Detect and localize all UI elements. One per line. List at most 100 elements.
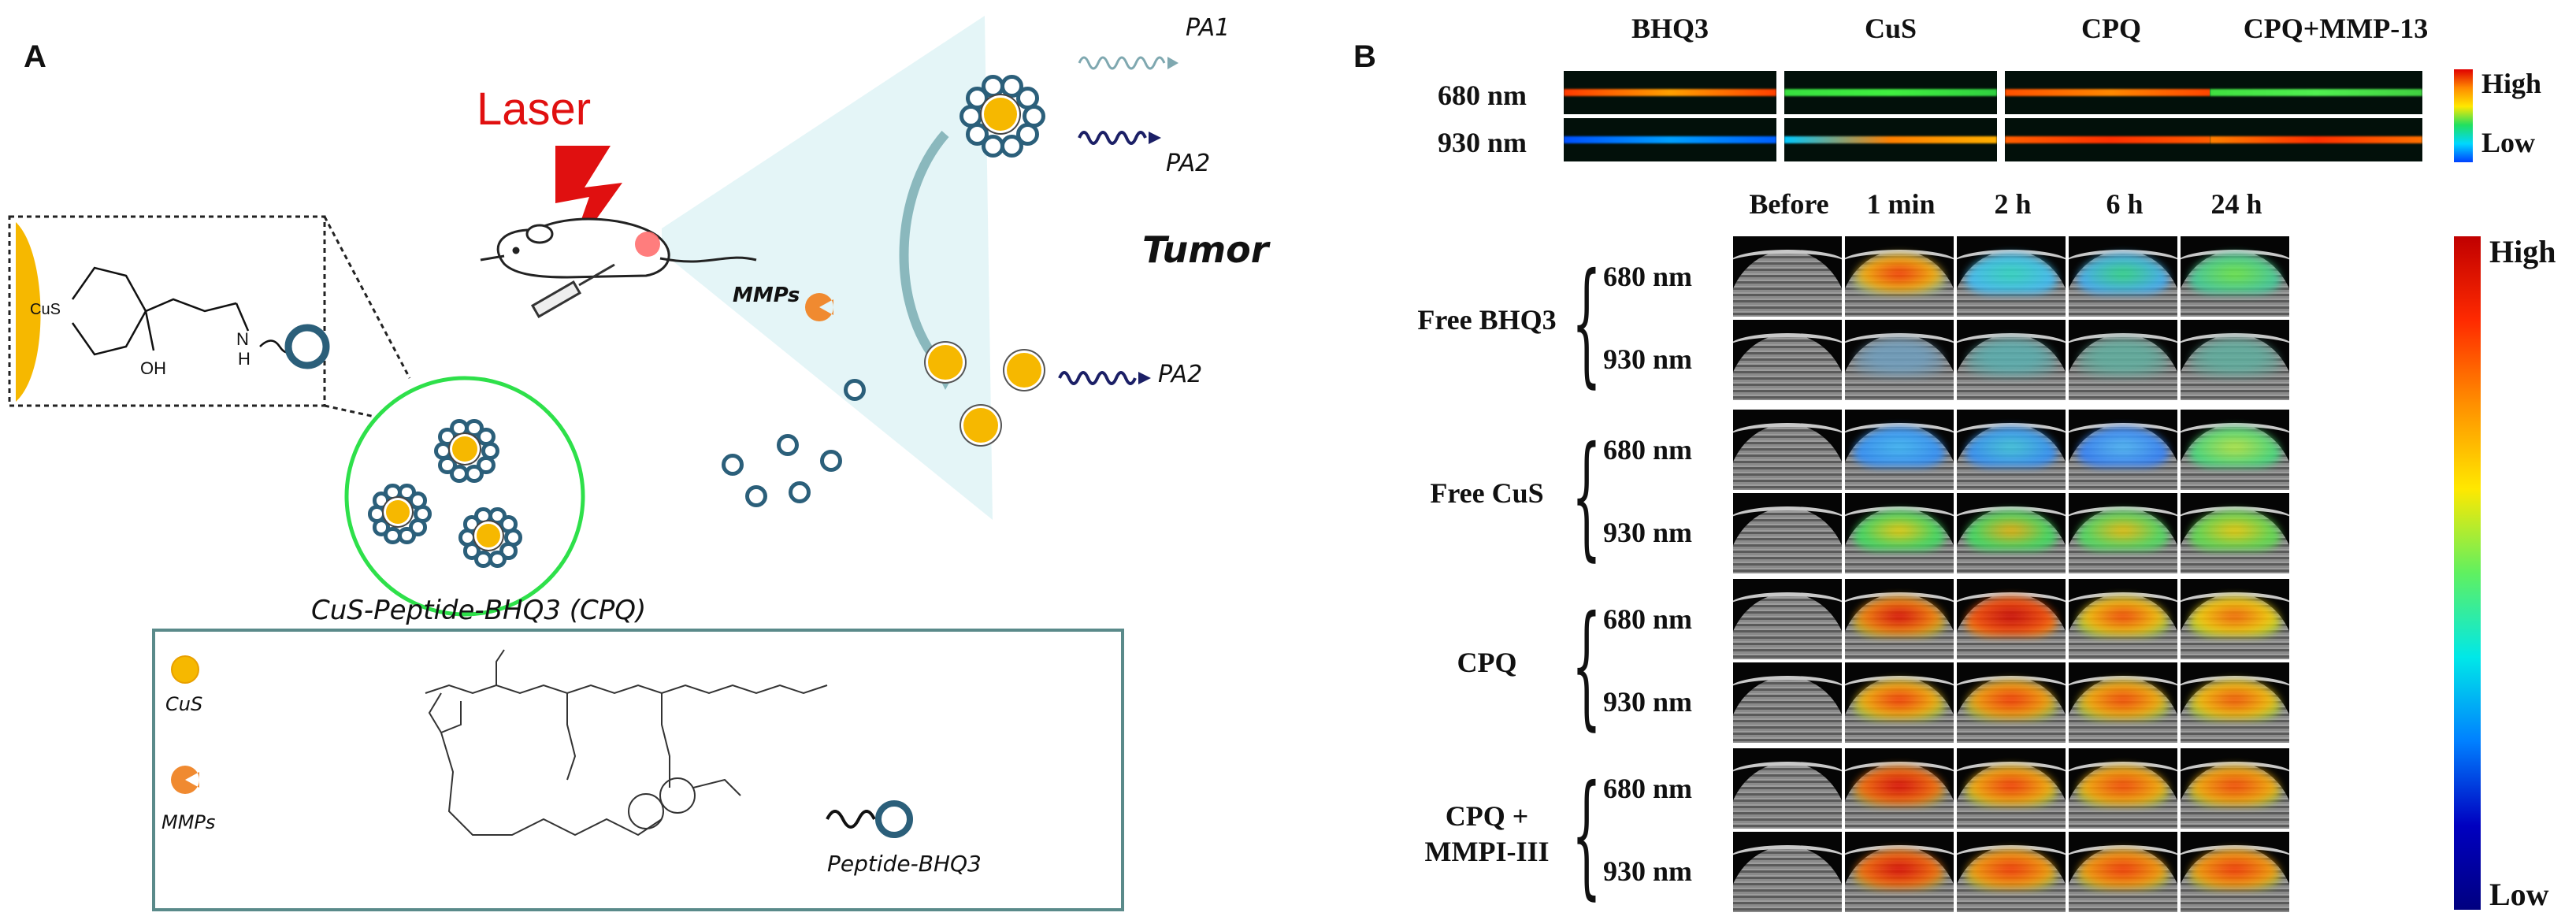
pa-image-g2-r1-c0 <box>1733 662 1842 743</box>
panel-a-letter: A <box>24 39 46 74</box>
pa-image-g1-r1-c0 <box>1733 493 1842 573</box>
pa-image-g1-r0-c4 <box>2181 410 2289 490</box>
skin-edge <box>2069 250 2177 263</box>
pa-signal-overlay <box>1854 510 1945 551</box>
cpq-micelle-2 <box>366 480 432 545</box>
main-colorbar <box>2454 236 2481 910</box>
cleaved-cus-particle <box>1007 353 1041 388</box>
pa-image-g3-r1-c4 <box>2181 832 2289 912</box>
skin-edge <box>1845 845 1954 859</box>
tumor-label: Tumor <box>1142 228 1269 271</box>
pa1-label: PA1 <box>1186 14 1230 42</box>
pa-signal-overlay <box>1965 680 2057 721</box>
free-bhq3-ring <box>844 379 866 401</box>
cus-core <box>452 436 477 462</box>
mmp-enzyme-icon <box>805 293 833 321</box>
main-colorbar-high: High <box>2489 234 2556 269</box>
group-2-row-1-label: 930 nm <box>1603 686 1693 718</box>
pa-image-g0-r1-c1 <box>1845 320 1954 400</box>
top-col-head-3: CPQ+MMP-13 <box>2243 13 2429 44</box>
molecule-inset-box <box>8 215 326 407</box>
skin-edge <box>1733 333 1842 347</box>
skin-edge <box>2069 506 2177 520</box>
pa-image-g3-r0-c2 <box>1957 748 2066 829</box>
pa-signal-overlay <box>2077 337 2169 378</box>
skin-edge <box>1733 592 1842 606</box>
skin-edge <box>1845 676 1954 689</box>
pa-image-g1-r0-c0 <box>1733 410 1842 490</box>
group-2-brace: { <box>1572 588 1602 744</box>
laser-label: Laser <box>477 83 592 135</box>
group-3-brace: { <box>1572 757 1602 913</box>
legend-bhq3-ring <box>875 800 913 838</box>
skin-edge <box>2181 506 2289 520</box>
pa-image-g3-r0-c0 <box>1733 748 1842 829</box>
pa-signal-overlay <box>2077 849 2169 890</box>
pa-image-g0-r1-c4 <box>2181 320 2289 400</box>
skin-edge <box>1845 333 1954 347</box>
group-1-brace: { <box>1572 418 1602 574</box>
pa-image-g0-r1-c0 <box>1733 320 1842 400</box>
pa-image-g1-r1-c2 <box>1957 493 2066 573</box>
pa-image-g2-r0-c1 <box>1845 579 1954 659</box>
skin-edge <box>1957 423 2066 436</box>
signal-band <box>1784 136 1997 143</box>
pa-signal-overlay <box>1965 337 2057 378</box>
pa-signal-overlay <box>1854 337 1945 378</box>
pa-signal-overlay <box>2189 254 2281 295</box>
skin-edge <box>1845 250 1954 263</box>
cleaved-cus-particle <box>928 345 963 380</box>
group-3-row-1-label: 930 nm <box>1603 855 1693 887</box>
ring-particle <box>499 515 518 533</box>
skin-edge <box>2181 592 2289 606</box>
signal-band <box>1564 136 1776 143</box>
pa-signal-overlay <box>1854 680 1945 721</box>
time-col-head-2: 2 h <box>1994 188 2032 220</box>
skin-edge <box>1845 423 1954 436</box>
legend-peptide-wave <box>826 810 876 829</box>
pa-image-g2-r0-c2 <box>1957 579 2066 659</box>
pa-image-g2-r1-c3 <box>2069 662 2177 743</box>
pa-signal-overlay <box>2077 510 2169 551</box>
pa-signal-overlay <box>2077 427 2169 468</box>
cus-inset-label: CuS <box>30 301 61 318</box>
group-0-row-0-label: 680 nm <box>1603 261 1693 292</box>
top-colorbar <box>2454 69 2473 162</box>
pa1-wave <box>1078 56 1166 70</box>
signal-band <box>2210 89 2422 96</box>
cpq-caption: CuS-Peptide-BHQ3 (CPQ) <box>311 595 647 626</box>
pa-image-g0-r0-c1 <box>1845 236 1954 317</box>
skin-edge <box>1957 676 2066 689</box>
top-strip-r0-c2 <box>2005 71 2218 114</box>
skin-edge <box>1845 506 1954 520</box>
time-col-head-3: 6 h <box>2106 188 2144 220</box>
pa-signal-overlay <box>1965 766 2057 807</box>
main-colorbar-low: Low <box>2489 877 2549 912</box>
skin-edge <box>1957 250 2066 263</box>
skin-edge <box>1733 762 1842 775</box>
pa-image-g0-r0-c4 <box>2181 236 2289 317</box>
signal-band <box>1564 89 1776 96</box>
legend-box <box>152 629 1124 911</box>
pa-image-g0-r1-c2 <box>1957 320 2066 400</box>
group-2-row-0-label: 680 nm <box>1603 603 1693 635</box>
peptide-bhq3-structure <box>425 649 828 837</box>
skin-edge <box>2069 333 2177 347</box>
group-1-row-0-label: 680 nm <box>1603 434 1693 466</box>
top-row-label-680: 680 nm <box>1438 80 1527 111</box>
pa2-wave-top <box>1078 131 1147 145</box>
tumor-spot <box>635 232 660 257</box>
pa-signal-overlay <box>1854 254 1945 295</box>
n-label: N <box>236 329 249 349</box>
cus-core <box>476 523 501 548</box>
cus-core <box>385 499 410 525</box>
pa2-label-bottom: PA2 <box>1158 361 1203 388</box>
top-strip-r0-c3 <box>2210 71 2422 114</box>
mouse-icon <box>480 217 757 279</box>
pa-signal-overlay <box>1965 510 2057 551</box>
signal-band <box>2210 136 2422 143</box>
skin-edge <box>1957 333 2066 347</box>
pa-image-g0-r0-c2 <box>1957 236 2066 317</box>
pa-signal-overlay <box>2077 254 2169 295</box>
group-3-name-2: MMPI-III <box>1424 836 1550 867</box>
